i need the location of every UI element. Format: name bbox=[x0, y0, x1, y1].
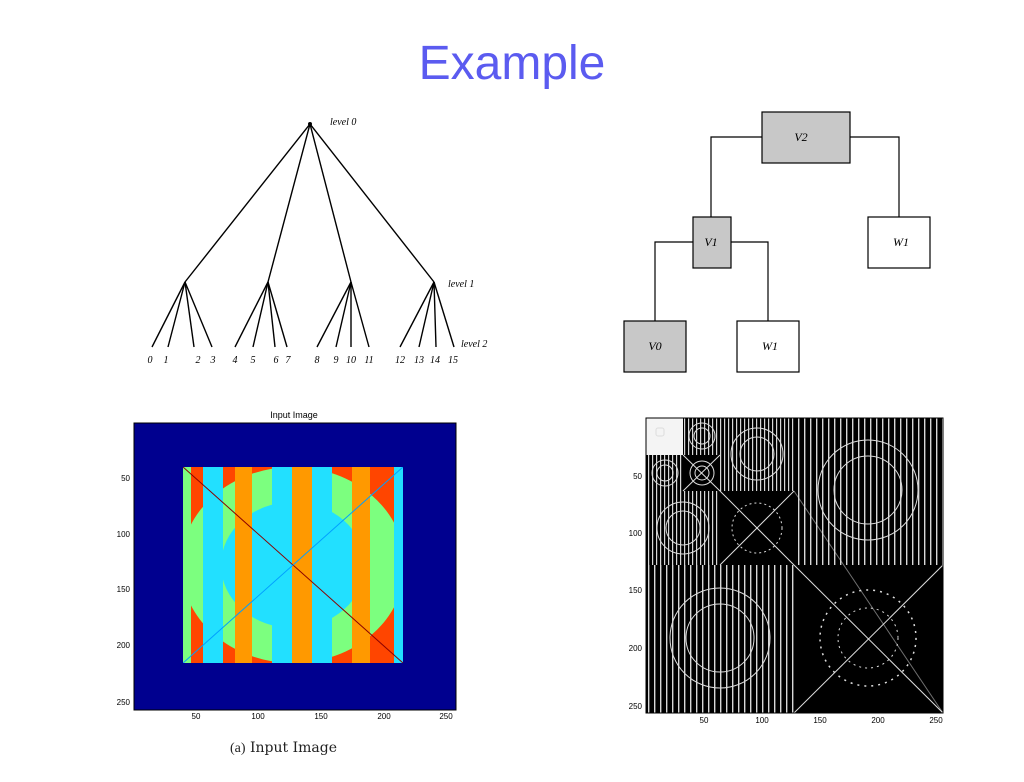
y-tick: 150 bbox=[629, 586, 643, 595]
x-tick: 250 bbox=[439, 712, 453, 721]
node-w1-upper-label: W1 bbox=[893, 235, 909, 249]
x-tick: 200 bbox=[377, 712, 391, 721]
level-1-label: level 1 bbox=[448, 279, 474, 290]
input-image-title: Input Image bbox=[270, 410, 318, 420]
node-v0-label: V0 bbox=[648, 339, 661, 353]
leaf-label: 7 bbox=[286, 355, 292, 366]
leaf-label: 4 bbox=[233, 355, 238, 366]
x-tick: 100 bbox=[251, 712, 265, 721]
leaf-label: 2 bbox=[196, 355, 201, 366]
leaf-label: 10 bbox=[346, 355, 356, 366]
leaf-label: 11 bbox=[364, 355, 373, 366]
leaf-label: 8 bbox=[315, 355, 320, 366]
leaf-label: 5 bbox=[251, 355, 256, 366]
leaf-label: 13 bbox=[414, 355, 424, 366]
node-w1-upper bbox=[867, 216, 931, 269]
caption-text: Input Image bbox=[250, 740, 338, 756]
y-tick: 150 bbox=[117, 585, 131, 594]
node-w1-lower-label: W1 bbox=[762, 339, 778, 353]
leaf-label: 15 bbox=[448, 355, 458, 366]
x-tick: 150 bbox=[813, 716, 827, 725]
x-tick: 100 bbox=[755, 716, 769, 725]
level-0-label: level 0 bbox=[330, 117, 356, 128]
node-v1 bbox=[692, 216, 732, 269]
y-tick: 50 bbox=[121, 474, 130, 483]
leaf-label: 14 bbox=[430, 355, 440, 366]
figure-caption: (a) Input Image bbox=[230, 740, 337, 757]
y-tick: 100 bbox=[629, 529, 643, 538]
y-tick: 200 bbox=[629, 644, 643, 653]
leaf-label: 12 bbox=[395, 355, 405, 366]
y-tick: 50 bbox=[633, 472, 642, 481]
x-tick: 50 bbox=[700, 716, 709, 725]
x-tick: 250 bbox=[929, 716, 943, 725]
node-w1-lower bbox=[736, 320, 800, 373]
leaf-label: 3 bbox=[210, 355, 216, 366]
x-tick: 50 bbox=[192, 712, 201, 721]
leaf-label: 1 bbox=[164, 355, 169, 366]
leaf-label: 6 bbox=[274, 355, 279, 366]
slide-title: Example bbox=[418, 37, 606, 90]
caption-prefix: (a) bbox=[230, 741, 246, 756]
y-tick: 250 bbox=[117, 698, 131, 707]
leaf-label: 9 bbox=[334, 355, 339, 366]
node-v1-label: V1 bbox=[704, 235, 717, 249]
y-tick: 250 bbox=[629, 702, 643, 711]
x-tick: 200 bbox=[871, 716, 885, 725]
x-tick: 150 bbox=[314, 712, 328, 721]
y-tick: 100 bbox=[117, 530, 131, 539]
y-tick: 200 bbox=[117, 641, 131, 650]
level-2-label: level 2 bbox=[461, 339, 487, 350]
node-v0 bbox=[623, 320, 687, 373]
node-v2 bbox=[761, 111, 851, 164]
leaf-label: 0 bbox=[148, 355, 153, 366]
node-v2-label: V2 bbox=[794, 130, 807, 144]
